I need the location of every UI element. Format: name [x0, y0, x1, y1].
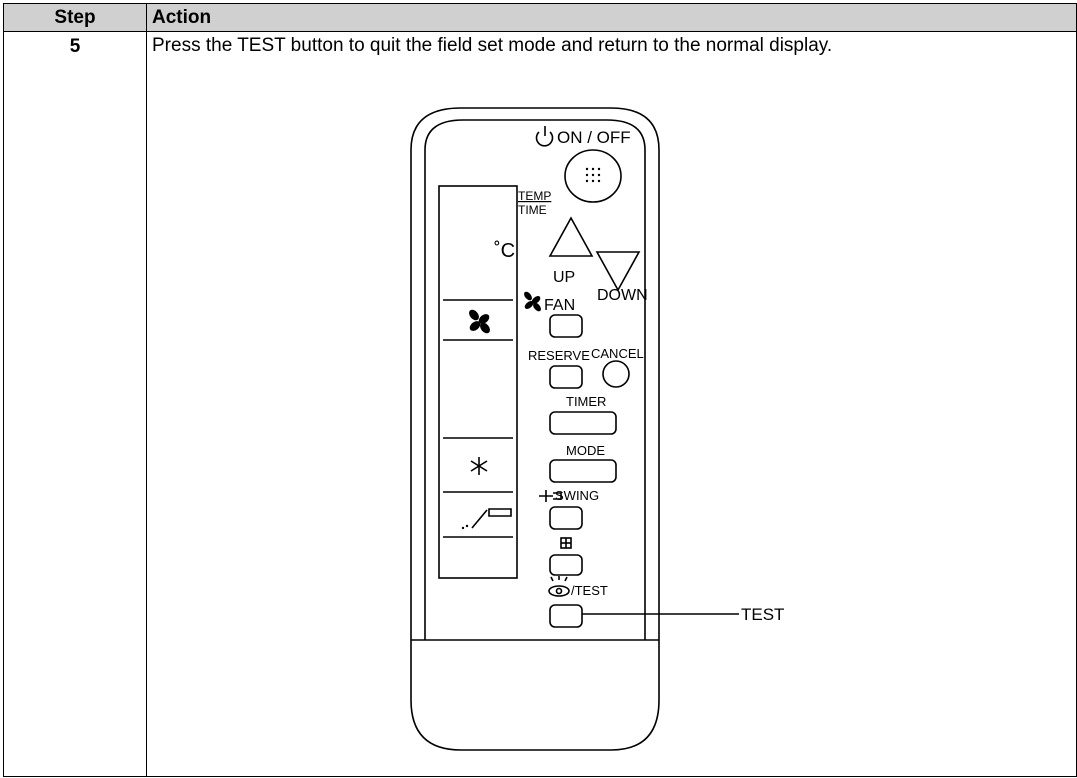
- grid-button: [549, 554, 583, 576]
- header-step: Step: [3, 3, 147, 32]
- temp-label: TEMP: [518, 189, 551, 203]
- eye-icon: [548, 585, 570, 597]
- remote-body: [410, 107, 660, 751]
- celsius-label: ˚C: [494, 240, 515, 262]
- fan-icon: [469, 291, 541, 334]
- test-callout-label: TEST: [741, 605, 784, 624]
- up-label: UP: [553, 269, 575, 286]
- fan-label: FAN: [544, 297, 575, 314]
- action-text: Press the TEST button to quit the field …: [152, 35, 833, 56]
- timer-button: [549, 411, 617, 435]
- cancel-button: [602, 360, 630, 388]
- fan-button: [549, 314, 583, 338]
- swing-button: [549, 506, 583, 530]
- remote-inner-panel: [424, 119, 646, 640]
- timer-label: TIMER: [566, 394, 606, 409]
- instruction-table: Step Action 5 Press the TEST button to q…: [3, 3, 1077, 777]
- remote-control-figure: ON / OFF TEMP TIME ˚C UP DOWN FAN RESERV…: [410, 107, 784, 751]
- reserve-button: [549, 365, 583, 389]
- power-icon: [535, 131, 554, 147]
- action-cell: Press the TEST button to quit the field …: [146, 31, 1077, 777]
- mode-label: MODE: [566, 443, 605, 458]
- swing-icon: [539, 490, 562, 502]
- down-label: DOWN: [597, 287, 648, 304]
- on-off-button: [564, 149, 622, 203]
- step-cell: 5: [3, 31, 147, 777]
- table-row: 5 Press the TEST button to quit the fiel…: [3, 31, 1077, 777]
- test-button: [549, 604, 583, 628]
- test-label: /TEST: [571, 583, 608, 598]
- swing-label: SWING: [555, 488, 599, 503]
- louver-icon: [471, 508, 512, 529]
- down-button: [595, 251, 641, 292]
- reserve-label: RESERVE: [528, 348, 590, 363]
- up-button: [548, 216, 594, 257]
- lcd-display: [438, 185, 518, 579]
- snowflake-icon: [470, 457, 488, 475]
- time-label: TIME: [518, 203, 547, 217]
- mode-button: [549, 459, 617, 483]
- table-header-row: Step Action: [3, 3, 1077, 32]
- cancel-label: CANCEL: [591, 346, 644, 361]
- on-off-label: ON / OFF: [557, 128, 631, 147]
- step-number: 5: [69, 36, 81, 57]
- on-off-dots: [461, 167, 601, 530]
- header-action: Action: [146, 3, 1077, 32]
